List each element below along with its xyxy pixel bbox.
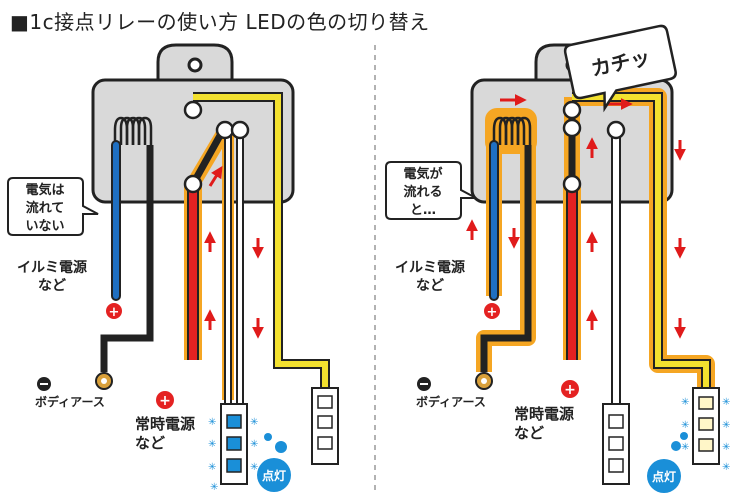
flow-arrow-up-icon <box>208 165 223 187</box>
relay-coil <box>113 116 153 145</box>
svg-text:✳: ✳ <box>210 482 218 493</box>
plus-icon <box>156 391 174 409</box>
common-terminal <box>183 174 203 194</box>
svg-text:+: + <box>159 393 171 409</box>
svg-text:✳: ✳ <box>722 442 730 453</box>
no-terminal <box>606 120 626 140</box>
svg-text:✳: ✳ <box>722 420 730 431</box>
bubble-line-2: 流れる <box>403 184 442 200</box>
nc-wire <box>572 94 709 388</box>
svg-text:✳: ✳ <box>681 397 689 408</box>
illumi-sublabel: など <box>38 278 66 294</box>
nc-wire <box>193 94 328 388</box>
bubble-line-2: 流れて <box>26 200 65 216</box>
plus-icon <box>484 303 500 319</box>
ground-wire <box>480 145 532 372</box>
speech-bubble <box>7 177 99 236</box>
svg-text:✳: ✳ <box>681 442 689 453</box>
mount-hole <box>187 57 203 73</box>
illumi-label: イルミ電源 <box>395 259 465 276</box>
svg-text:✳: ✳ <box>250 462 258 473</box>
bubble-line-3: いない <box>25 219 64 234</box>
lit-label: 点灯 <box>652 469 676 484</box>
page-title: ■1c接点リレーの使い方 LEDの色の切り替え <box>10 10 430 34</box>
jouji-sublabel: など <box>135 434 165 452</box>
jouji-label: 常時電源 <box>514 405 574 423</box>
svg-text:✳: ✳ <box>250 439 258 450</box>
common-terminal <box>562 174 582 194</box>
sparkle-icon: ✳ ✳ ✳ ✳ ✳ ✳ ✳ <box>681 397 730 473</box>
lit-label: 点灯 <box>262 468 286 483</box>
no-terminal <box>215 120 235 140</box>
bubble-line-1: 電気が <box>403 166 442 182</box>
svg-text:+: + <box>487 305 498 320</box>
plus-icon <box>561 380 579 398</box>
nc-terminal <box>183 100 203 120</box>
body-earth-label: ボディアース <box>35 394 105 409</box>
illumi-label: イルミ電源 <box>17 259 87 276</box>
svg-text:+: + <box>109 305 120 320</box>
svg-text:✳: ✳ <box>208 462 216 473</box>
switch-arm <box>189 130 226 186</box>
svg-text:✳: ✳ <box>681 420 689 431</box>
svg-text:✳: ✳ <box>208 417 216 428</box>
svg-text:✳: ✳ <box>722 462 730 473</box>
right-panel: + <box>385 24 730 493</box>
body-earth-label: ボディアース <box>416 394 486 409</box>
nc-terminal <box>562 100 582 120</box>
relay-coil <box>492 116 532 145</box>
svg-text:✳: ✳ <box>722 397 730 408</box>
click-bubble: カチッ <box>563 24 677 113</box>
lit-badge <box>257 458 291 492</box>
plus-icon <box>106 303 122 319</box>
jouji-sublabel: など <box>514 424 544 442</box>
svg-text:✳: ✳ <box>208 439 216 450</box>
speech-bubble <box>385 161 477 220</box>
led-terminal <box>230 120 250 140</box>
sparkle-icon: ✳ ✳ ✳ ✳ ✳ ✳ ✳ <box>208 417 258 493</box>
svg-text:✳: ✳ <box>250 417 258 428</box>
illumi-sublabel: など <box>416 278 444 294</box>
arm-terminal <box>562 118 582 138</box>
bubble-line-1: 電気は <box>25 182 64 198</box>
svg-text:+: + <box>564 382 576 398</box>
left-panel: + <box>7 43 339 493</box>
jouji-label: 常時電源 <box>135 415 195 433</box>
lit-badge <box>647 459 681 493</box>
bubble-line-3: と… <box>410 203 436 218</box>
ground-wire <box>100 145 154 372</box>
